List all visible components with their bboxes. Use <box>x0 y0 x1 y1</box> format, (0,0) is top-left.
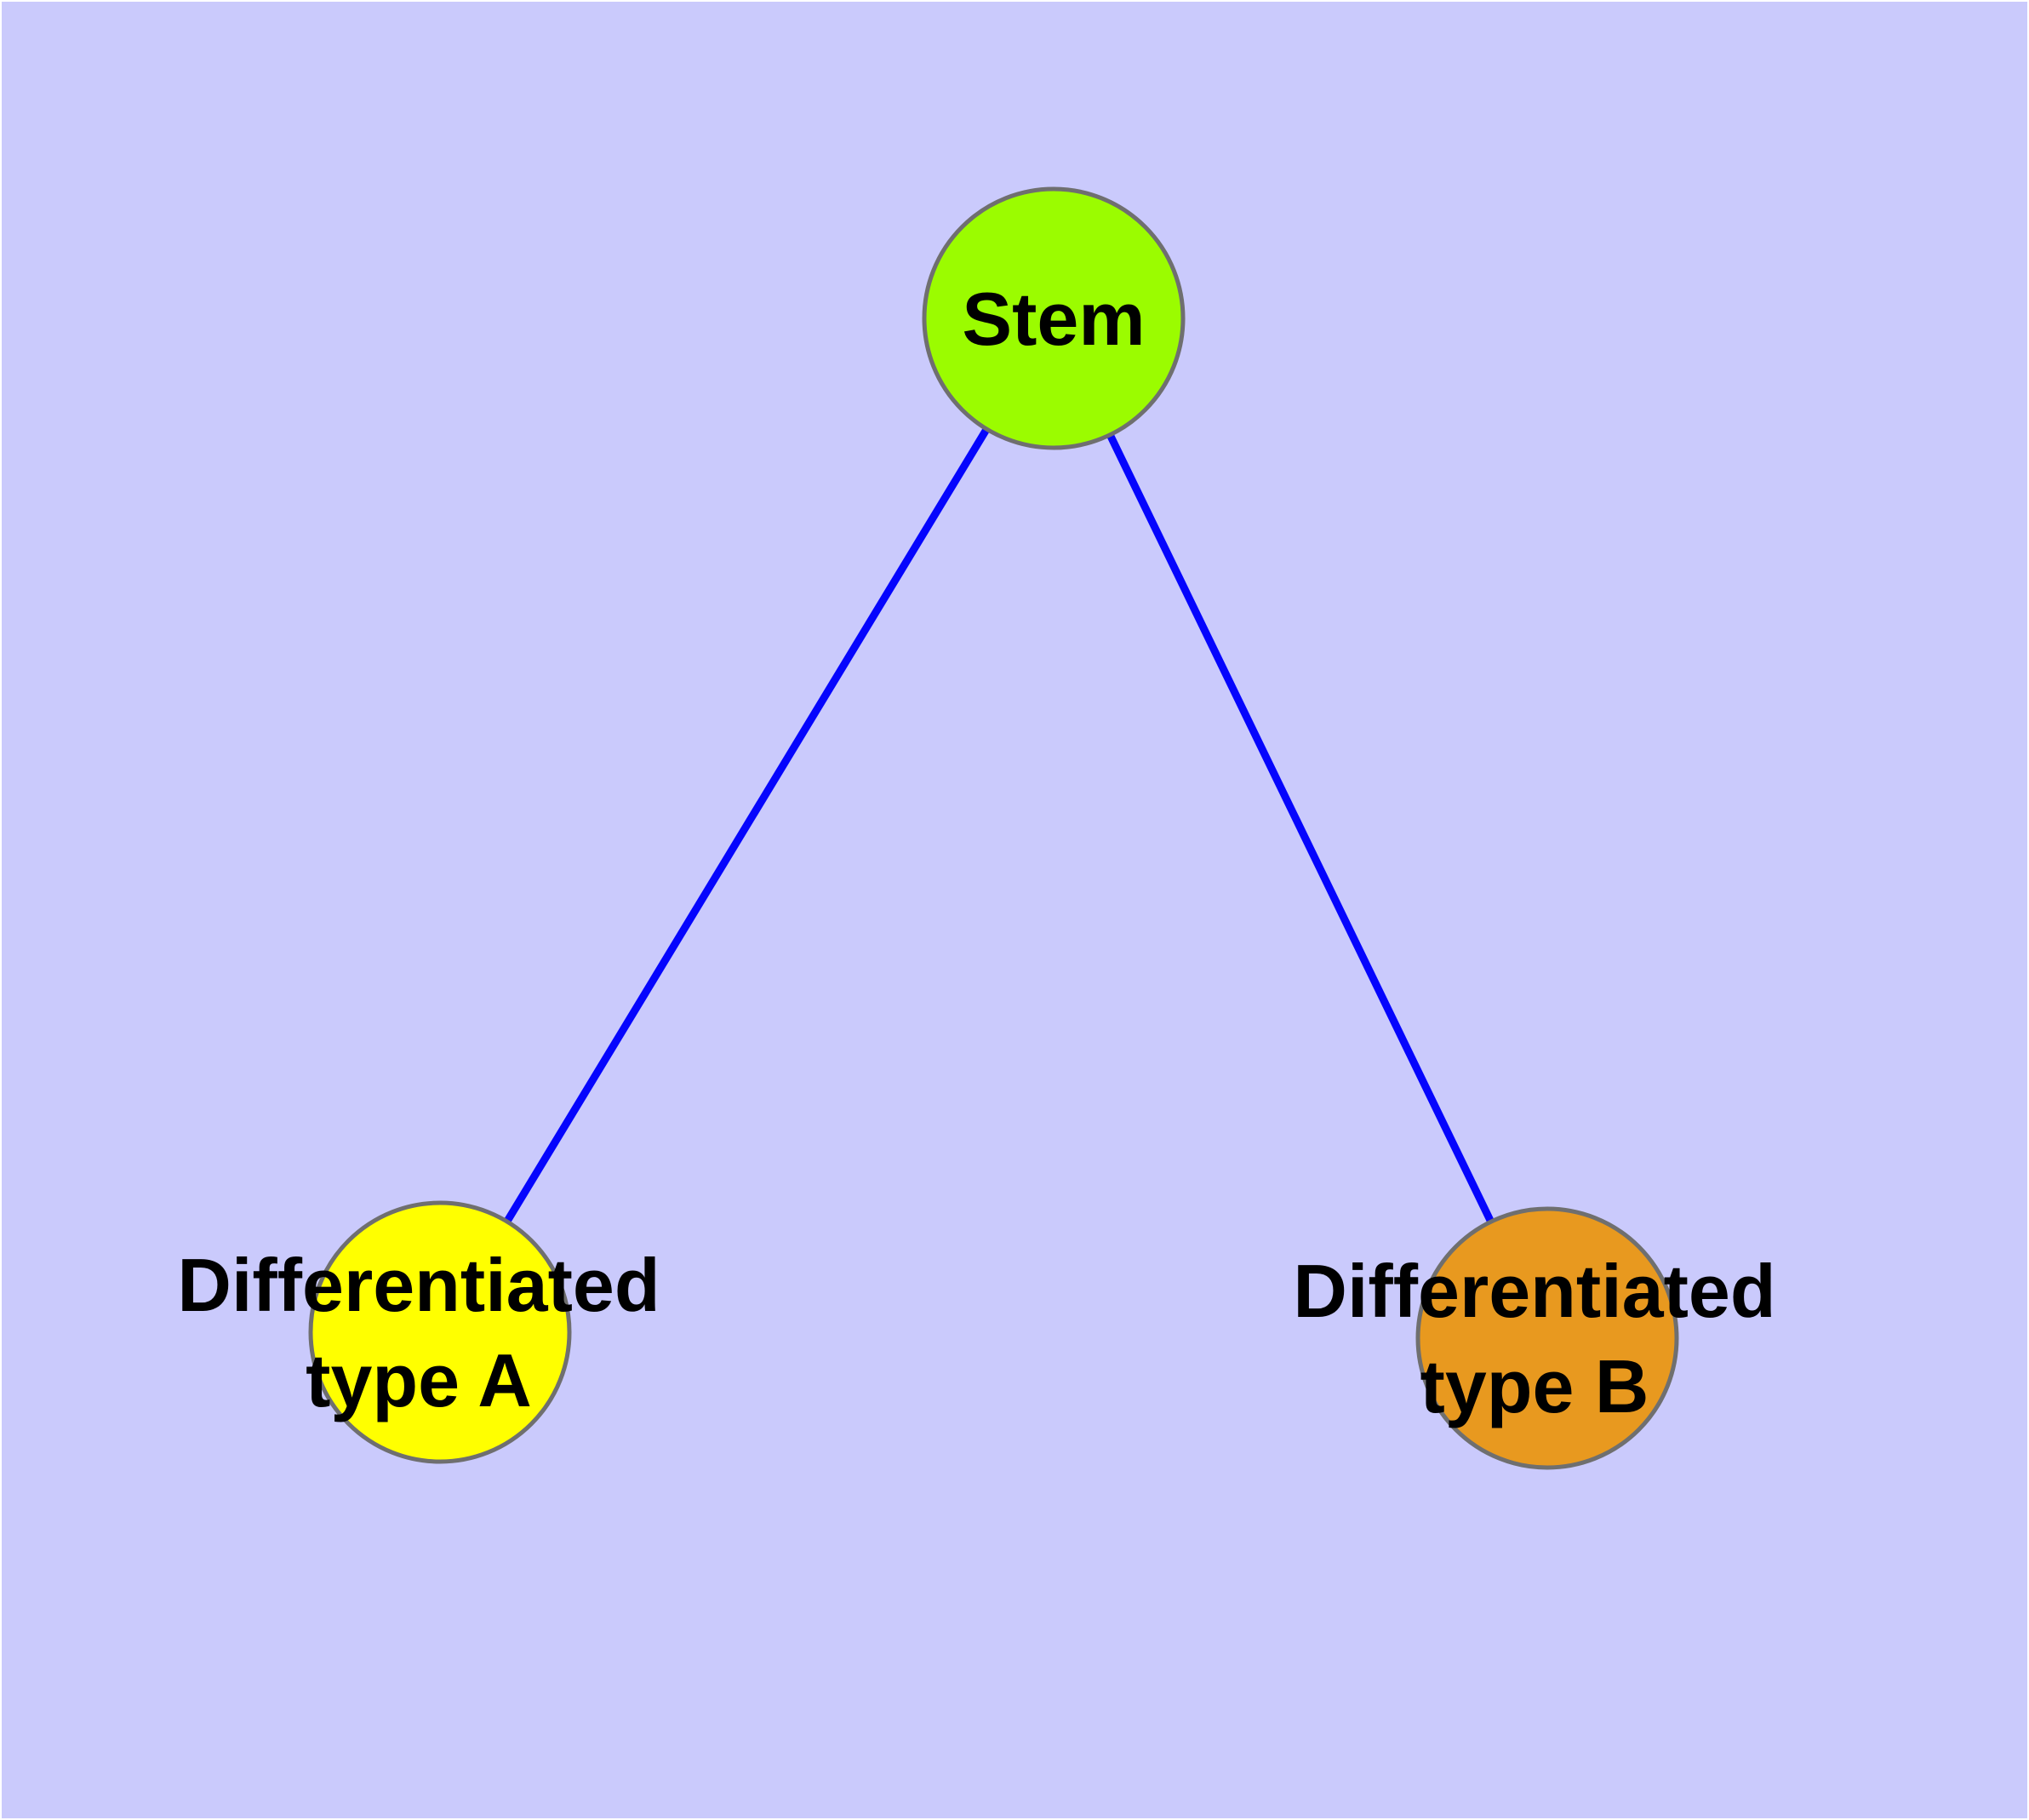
edge-stem-to-differentiated-type-a <box>437 316 1057 1335</box>
node-stem-circle <box>922 186 1186 450</box>
nodes-layer <box>308 186 1679 1470</box>
node-differentiated-type-b-label-line-2: type B <box>1420 1344 1649 1428</box>
edges-layer <box>437 316 1552 1340</box>
edge-stem-to-differentiated-type-b <box>1049 317 1552 1340</box>
node-differentiated-type-a-label-line-1: Differentiated <box>177 1243 660 1327</box>
node-stem-label-line-1: Stem <box>962 277 1145 361</box>
node-differentiated-type-b-circle <box>1415 1206 1679 1470</box>
node-differentiated-type-a-label-line-2: type A <box>306 1338 532 1422</box>
node-differentiated-type-b-label-line-1: Differentiated <box>1293 1249 1775 1333</box>
node-differentiated-type-a-circle <box>308 1200 572 1464</box>
